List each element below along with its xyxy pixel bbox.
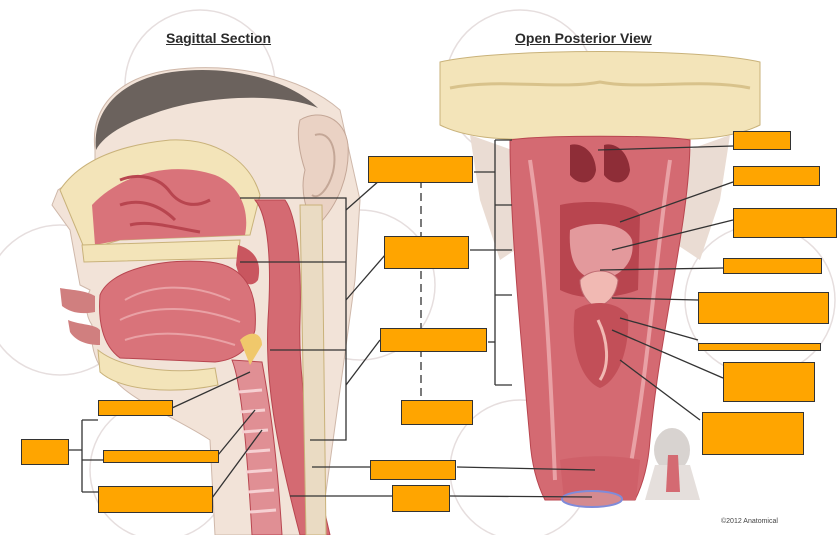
- tongue-base-label-box[interactable]: [733, 208, 837, 238]
- choanae-label-box[interactable]: [733, 131, 791, 150]
- orientation-head-icon: [645, 428, 700, 500]
- left-small-label-1-box[interactable]: [98, 400, 173, 416]
- esophagus-label-box[interactable]: [370, 460, 456, 480]
- left-small-label-2-box[interactable]: [103, 450, 219, 463]
- epiglottis-label-box[interactable]: [723, 258, 822, 274]
- sagittal-section-title: Sagittal Section: [166, 30, 272, 46]
- left-small-label-3-box[interactable]: [98, 486, 213, 513]
- oropharynx-label-box[interactable]: [384, 236, 469, 269]
- open-posterior-view-title: Open Posterior View: [515, 30, 652, 46]
- esophagus-level-label-box[interactable]: [401, 400, 473, 425]
- left-group-label-box[interactable]: [21, 439, 69, 465]
- posterior-wall-label-box[interactable]: [702, 412, 804, 455]
- arytenoid-label-box[interactable]: [723, 362, 815, 402]
- uvula-label-box[interactable]: [733, 166, 820, 186]
- copyright-credit: ©2012 Anatomical: [721, 518, 778, 525]
- leader-lines: [68, 139, 734, 499]
- piriform-recess-label-box[interactable]: [698, 292, 829, 324]
- sagittal-head: [51, 67, 361, 535]
- trachea-label-box[interactable]: [392, 485, 450, 512]
- nasopharynx-label-box[interactable]: [368, 156, 473, 183]
- aryepiglottic-fold-label-box[interactable]: [698, 343, 821, 351]
- posterior-view: [439, 51, 761, 508]
- laryngopharynx-label-box[interactable]: [380, 328, 487, 352]
